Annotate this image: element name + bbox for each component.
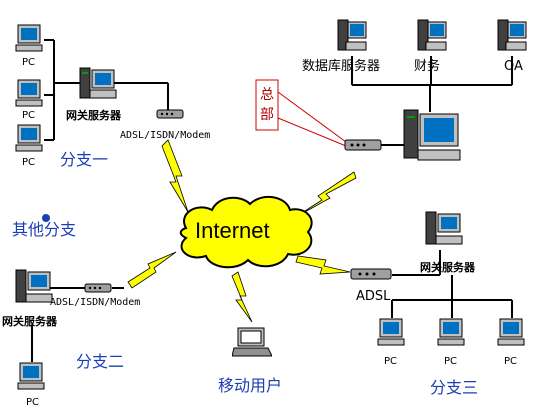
branch3-gateway-icon[interactable] bbox=[424, 210, 464, 250]
branch2-wires bbox=[31, 287, 124, 362]
pc-label: PC bbox=[384, 356, 398, 367]
laptop-icon[interactable] bbox=[232, 326, 272, 360]
hq-modem-icon[interactable] bbox=[344, 138, 382, 152]
branch2-title: 分支二 bbox=[76, 352, 125, 371]
pc-icon[interactable] bbox=[496, 318, 528, 348]
pc-icon[interactable] bbox=[16, 362, 48, 392]
pc-icon[interactable] bbox=[14, 124, 46, 154]
pc-label: PC bbox=[22, 157, 36, 168]
bolt-mobile bbox=[231, 271, 253, 323]
pc-icon[interactable] bbox=[14, 24, 46, 54]
pc-label: PC bbox=[22, 110, 36, 121]
branch1-title: 分支一 bbox=[60, 150, 109, 169]
adsl-modem-icon[interactable] bbox=[350, 266, 392, 282]
branch2-gateway-icon[interactable] bbox=[14, 268, 54, 308]
branch3-wires bbox=[391, 250, 513, 318]
hq-server-icon[interactable] bbox=[402, 106, 462, 166]
gateway-label: 网关服务器 bbox=[66, 109, 121, 122]
gateway-label: 网关服务器 bbox=[2, 315, 57, 328]
modem-label: ADSL/ISDN/Modem bbox=[50, 297, 141, 308]
hq-label-char: 总 bbox=[260, 87, 274, 103]
pc-label: PC bbox=[504, 356, 518, 367]
modem-icon[interactable] bbox=[156, 108, 184, 120]
bolt-branch2 bbox=[127, 251, 177, 289]
bolt-branch1 bbox=[161, 139, 189, 213]
bolt-branch3 bbox=[295, 255, 351, 275]
pc-label: PC bbox=[22, 57, 36, 68]
oa-server-icon[interactable] bbox=[496, 18, 528, 56]
mobile-user-title: 移动用户 bbox=[218, 376, 283, 395]
pc-label: PC bbox=[26, 397, 40, 408]
hq-node-label: 数据库服务器 bbox=[302, 59, 381, 74]
hq-callout bbox=[255, 79, 347, 147]
adsl-label: ADSL bbox=[356, 289, 391, 304]
gateway-label: 网关服务器 bbox=[420, 261, 475, 274]
gateway-server-icon[interactable] bbox=[78, 66, 118, 102]
internet-cloud bbox=[179, 195, 313, 269]
hq-label-char: 部 bbox=[260, 107, 274, 123]
pc-icon[interactable] bbox=[14, 79, 46, 109]
internet-label: Internet bbox=[195, 218, 270, 243]
pc-icon[interactable] bbox=[376, 318, 408, 348]
pc-label: PC bbox=[444, 356, 458, 367]
database-server-icon[interactable] bbox=[336, 18, 368, 56]
other-branch-dot bbox=[42, 214, 50, 222]
other-branch-title: 其他分支 bbox=[12, 220, 77, 239]
modem-label: ADSL/ISDN/Modem bbox=[120, 130, 211, 141]
bolt-hq bbox=[293, 171, 357, 219]
pc-icon[interactable] bbox=[436, 318, 468, 348]
hq-node-label: 财务 bbox=[414, 59, 441, 74]
branch1-wires bbox=[44, 39, 169, 141]
branch2-modem-icon[interactable] bbox=[84, 282, 112, 294]
lightning-bolts bbox=[127, 139, 357, 323]
finance-server-icon[interactable] bbox=[416, 18, 448, 56]
branch3-title: 分支三 bbox=[430, 378, 479, 397]
hq-node-label: OA bbox=[504, 59, 523, 74]
